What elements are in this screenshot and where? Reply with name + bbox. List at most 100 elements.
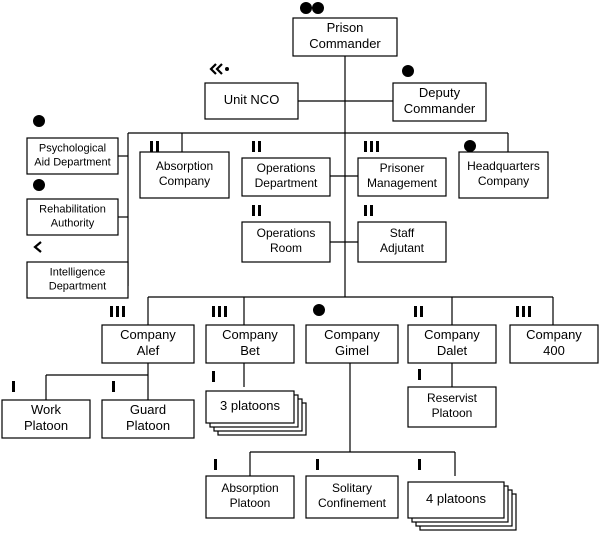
unit-label-psych: Psychological [39,142,106,154]
rank-bar-marks [12,141,531,470]
unit-label-hq-company: Company [478,174,529,188]
rank-bar-icon [214,459,217,470]
unit-label-absorption-co: Company [159,174,210,188]
rank-bar-icon [212,306,215,317]
unit-label-commander: Prison [327,20,364,35]
unit-label-rehab: Authority [51,217,95,229]
unit-label-absorption-pl: Absorption [221,481,278,495]
unit-label-ops-room: Room [270,241,302,255]
rank-bar-icon [122,306,125,317]
unit-label-unit-nco: Unit NCO [224,92,280,107]
rank-bar-icon [12,381,15,392]
hq-rank-icon [464,140,476,152]
commander-rank-icon [300,2,312,14]
unit-label-ops-room: Operations [257,226,316,240]
gimel-rank-icon [313,304,325,316]
unit-label-co-gimel: Gimel [335,343,369,358]
rank-bar-icon [364,205,367,216]
unit-label-deputy: Deputy [419,85,461,100]
unit-box-four-platoons: 4 platoons [426,491,486,506]
rank-bar-icon [156,141,159,152]
intel-chevron-icon [33,241,42,253]
unit-box-unit-nco: Unit NCO [204,82,299,120]
unit-label-absorption-pl: Platoon [230,496,271,510]
three-platoons-stack [205,390,307,436]
unit-label-hq-company: Headquarters [467,159,540,173]
rank-bar-icon [218,306,221,317]
rank-bar-icon [376,141,379,152]
unit-label-reservist: Reservist [427,391,478,405]
rank-bar-icon [516,306,519,317]
rank-bar-icon [116,306,119,317]
unit-label-solitary: Solitary [332,481,372,495]
unit-label-staff-adjutant: Adjutant [380,241,425,255]
unit-label-prisoner-mgmt: Prisoner [380,161,425,175]
rank-bar-icon [420,306,423,317]
unit-label-rehab: Rehabilitation [39,203,106,215]
rank-bar-icon [528,306,531,317]
rank-bar-icon [316,459,319,470]
rank-bar-icon [414,306,417,317]
unit-box-three-platoons: 3 platoons [220,398,280,413]
unit-label-four-platoons: 4 platoons [426,491,486,506]
rank-insignia [33,2,476,316]
unit-label-intel: Intelligence [50,266,106,278]
rank-bar-icon [370,141,373,152]
unit-label-deputy: Commander [404,101,476,116]
rank-bar-icon [112,381,115,392]
unit-label-co-400: 400 [543,343,565,358]
unit-label-co-gimel: Company [324,327,380,342]
unit-label-guard-platoon: Guard [130,402,166,417]
unit-label-operations-dept: Operations [257,161,316,175]
unit-label-guard-platoon: Platoon [126,418,170,433]
rank-bar-icon [252,205,255,216]
connector-lines [45,56,554,476]
nco-chevron-icon [209,63,223,75]
unit-label-staff-adjutant: Staff [390,226,415,240]
unit-label-solitary: Confinement [318,496,387,510]
unit-label-co-alef: Company [120,327,176,342]
unit-label-three-platoons: 3 platoons [220,398,280,413]
rank-bar-icon [150,141,153,152]
rank-bar-icon [418,369,421,380]
four-platoons-stack [407,481,517,531]
rank-bar-icon [252,141,255,152]
rehab-rank-icon [33,179,45,191]
unit-label-intel: Department [49,280,106,292]
rank-bar-icon [258,141,261,152]
unit-label-co-bet: Company [222,327,278,342]
nco-dot-icon [225,67,229,71]
rank-bar-icon [258,205,261,216]
unit-label-co-400: Company [526,327,582,342]
unit-label-work-platoon: Work [31,402,62,417]
rank-bar-icon [370,205,373,216]
unit-label-work-platoon: Platoon [24,418,68,433]
unit-label-psych: Aid Department [34,156,110,168]
rank-bar-icon [364,141,367,152]
unit-label-co-dalet: Company [424,327,480,342]
unit-label-co-bet: Bet [240,343,260,358]
rank-bar-icon [522,306,525,317]
commander-rank-icon [312,2,324,14]
deputy-rank-icon [402,65,414,77]
